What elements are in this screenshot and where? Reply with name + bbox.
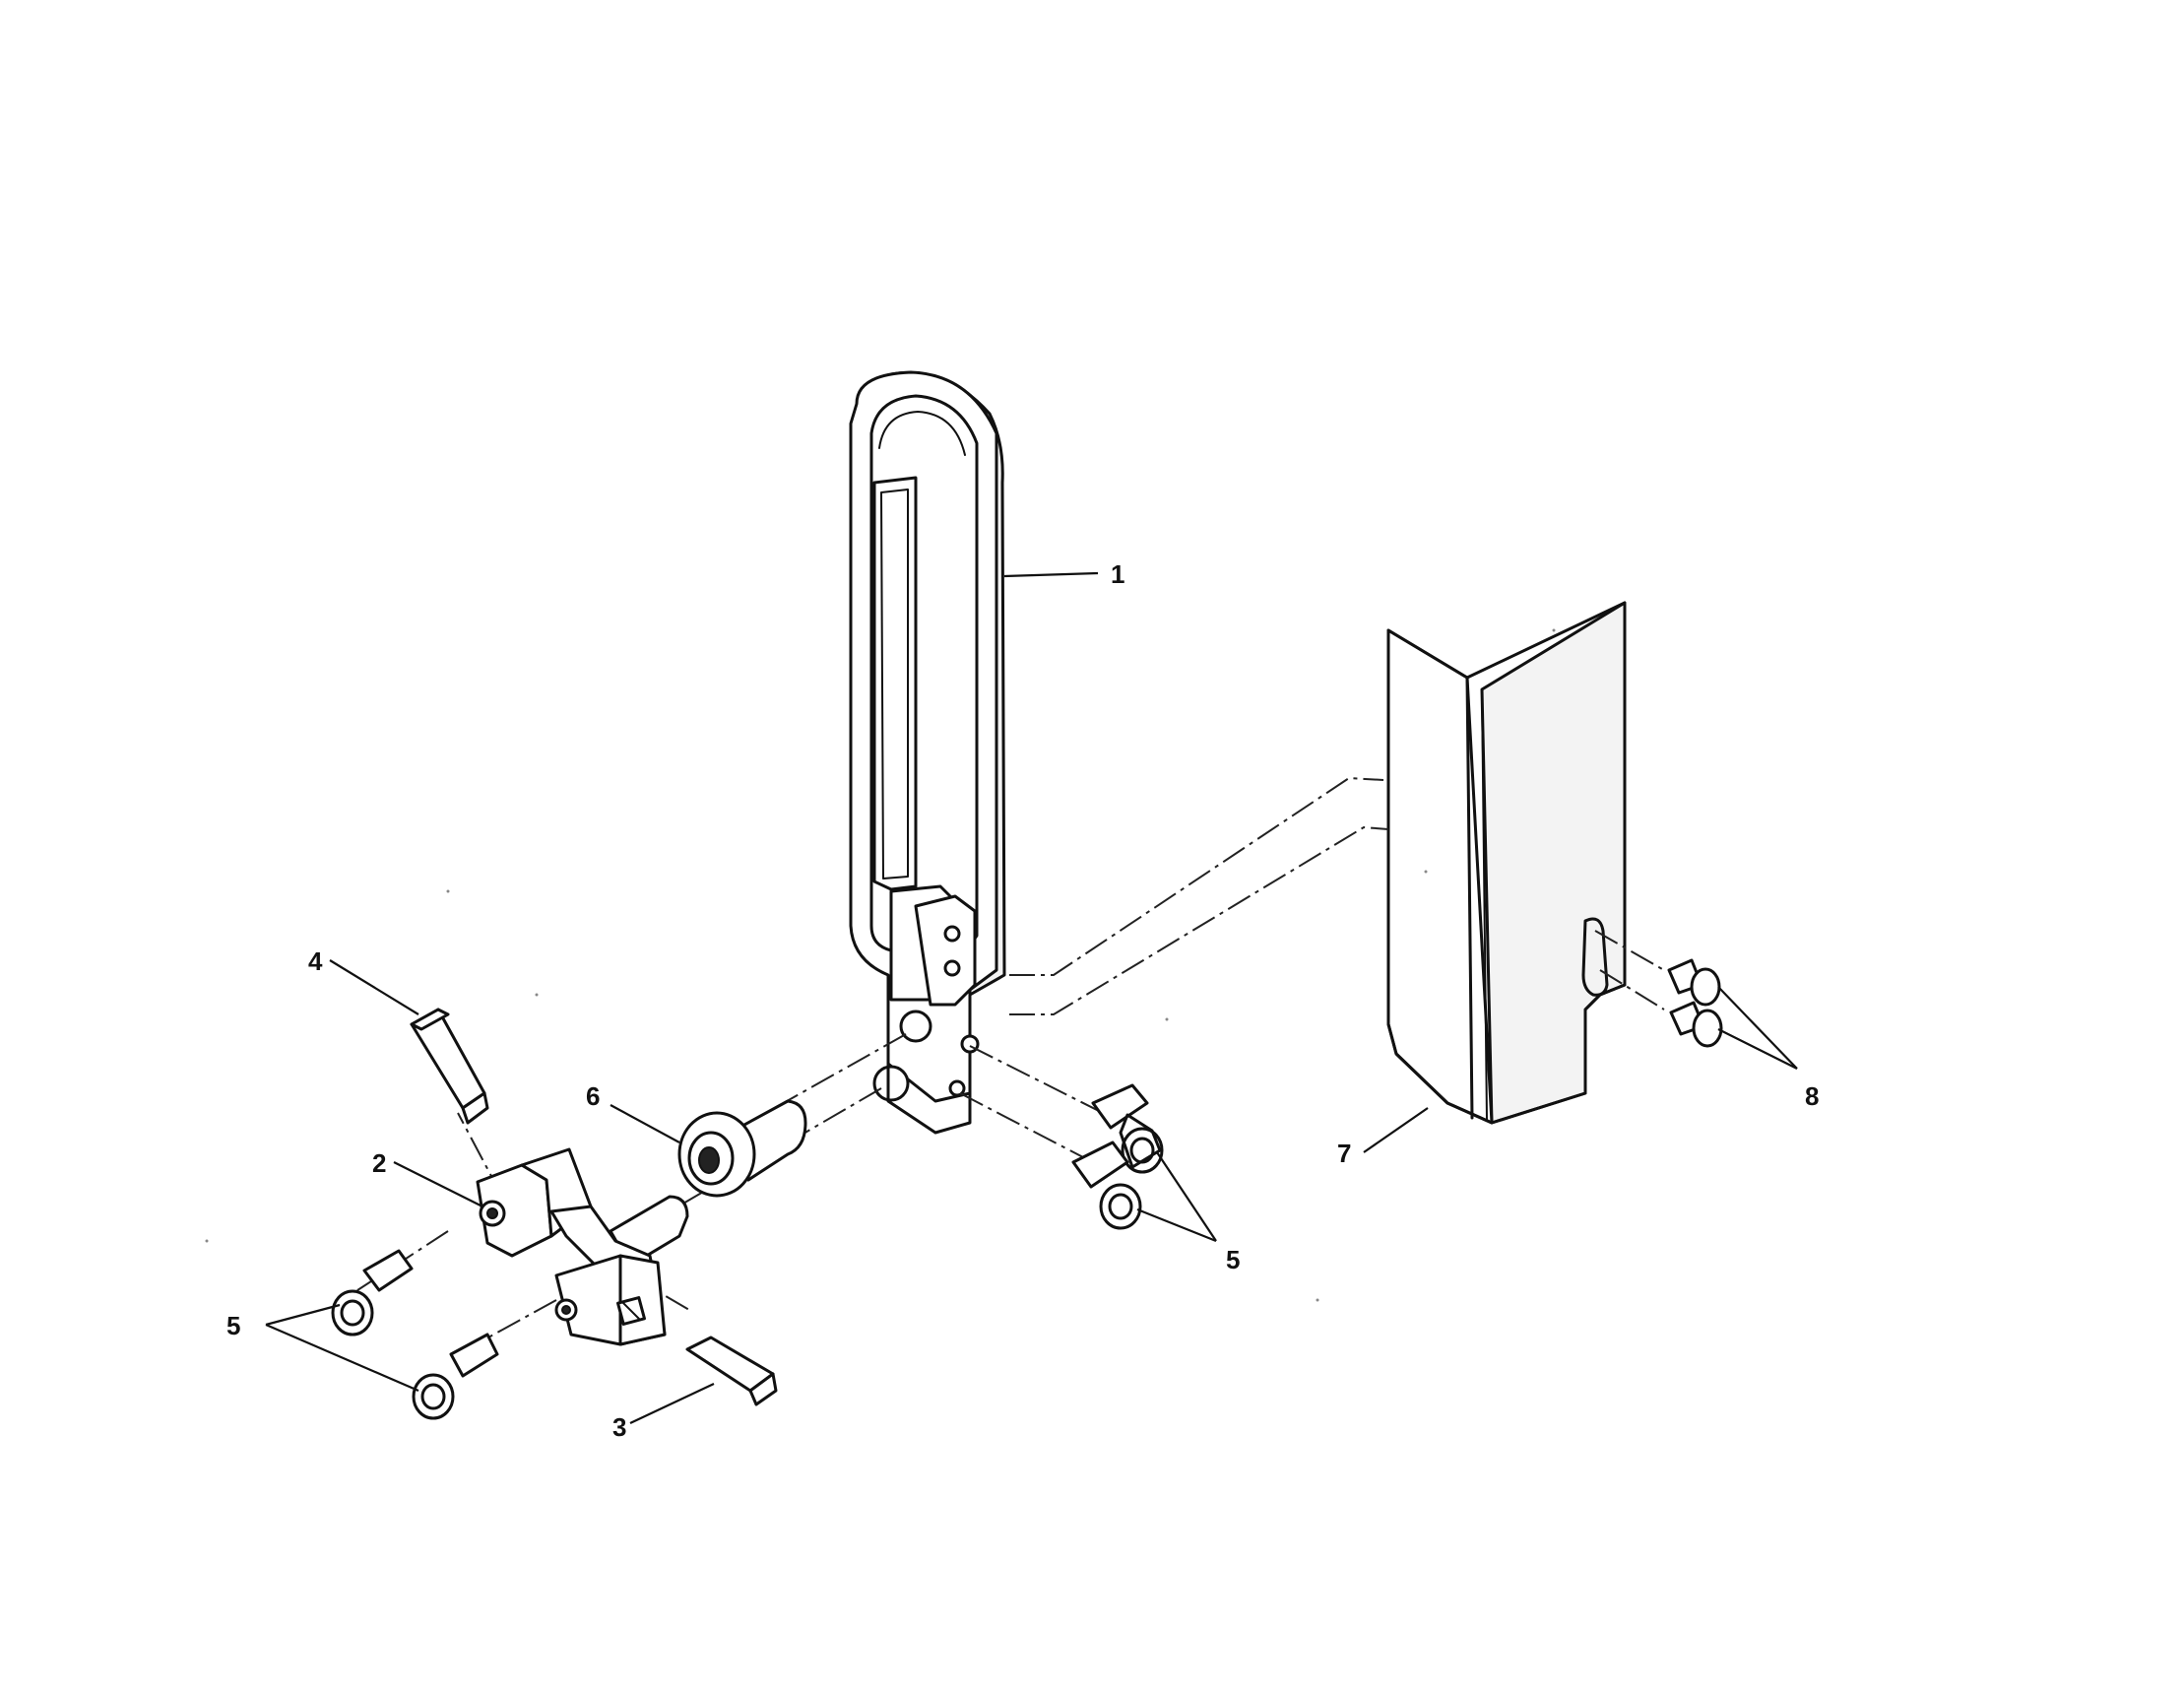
rivet-2 — [1669, 1001, 1723, 1048]
part-1-arm — [849, 370, 1006, 1135]
callout-6: 6 — [586, 1081, 600, 1111]
cap-screw-3 — [331, 1249, 414, 1336]
callout-7: 7 — [1337, 1139, 1351, 1168]
cap-screw-2 — [1071, 1141, 1142, 1230]
part-6-pivot-pin — [677, 1099, 807, 1198]
part-2-crank-lever — [476, 1147, 689, 1346]
part-4-key-upper — [410, 1008, 489, 1125]
callout-5-left: 5 — [226, 1311, 240, 1340]
part-5-cap-screws — [331, 1083, 1164, 1420]
part-7-guard-plate — [1386, 601, 1627, 1125]
part-3-key-lower — [685, 1336, 778, 1406]
callout-5-right: 5 — [1226, 1245, 1240, 1274]
cap-screw-1 — [1091, 1083, 1164, 1174]
callout-3: 3 — [612, 1412, 626, 1442]
callout-8: 8 — [1805, 1081, 1819, 1111]
callout-labels: 1 2 3 4 5 5 6 7 8 — [226, 559, 1819, 1442]
cap-screw-4 — [412, 1333, 499, 1420]
callout-2: 2 — [372, 1148, 386, 1178]
callout-1: 1 — [1111, 559, 1124, 589]
callout-4: 4 — [308, 946, 323, 976]
rivet-1 — [1667, 958, 1721, 1007]
leader-lines — [265, 571, 1798, 1424]
scan-specks — [205, 628, 1556, 1302]
part-8-rivets — [1667, 958, 1723, 1048]
